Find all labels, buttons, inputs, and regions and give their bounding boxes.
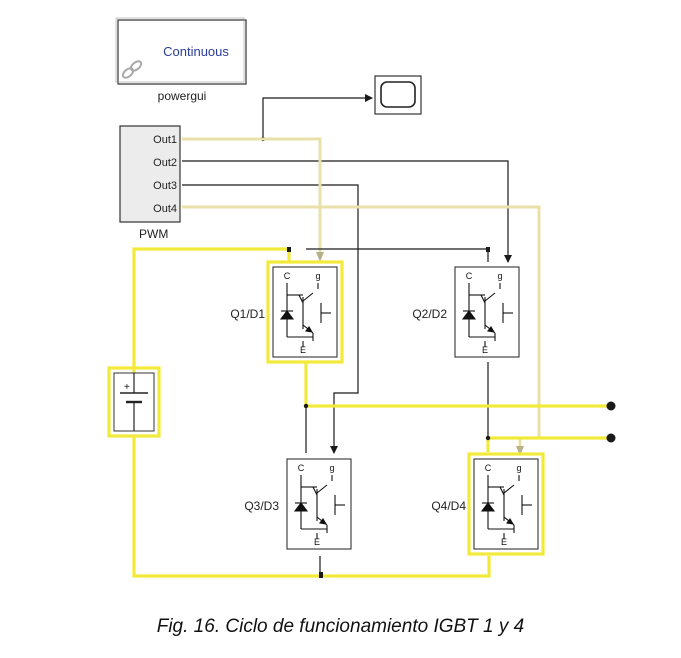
- collector-pin-label: C: [466, 271, 473, 281]
- pwm-port-out3: Out3: [153, 180, 177, 192]
- igbt-diode-symbol: [293, 475, 345, 539]
- emitter-pin-label: E: [314, 537, 320, 547]
- igbt-diode-symbol: [279, 283, 331, 347]
- powergui-mode-label: Continuous: [163, 44, 229, 59]
- pwm-name: PWM: [139, 227, 168, 241]
- emitter-pin-label: E: [501, 537, 507, 547]
- active-highlight: [266, 260, 344, 364]
- collector-pin-label: C: [298, 463, 305, 473]
- pwm-block[interactable]: Out1 Out2 Out3 Out4: [119, 125, 181, 223]
- collector-pin-label: C: [485, 463, 492, 473]
- collector-pin-label: C: [284, 271, 291, 281]
- gate-pin-label: g: [497, 271, 502, 281]
- pwm-port-out2: Out2: [153, 157, 177, 169]
- pwm-port-out4: Out4: [153, 203, 177, 215]
- emitter-pin-label: E: [482, 345, 488, 355]
- emitter-pin-label: E: [300, 345, 306, 355]
- gate-pin-label: g: [516, 463, 521, 473]
- igbt-name-q3-d3: Q3/D3: [244, 499, 279, 513]
- dc-source-highlight: [107, 366, 161, 438]
- scope-screen-icon: [380, 81, 416, 108]
- powergui-block[interactable]: Continuous: [115, 17, 247, 85]
- q4-gate-arrow: [516, 446, 524, 456]
- igbt-diode-symbol: [480, 475, 532, 539]
- signal-wires: [182, 94, 512, 454]
- q1-gate-arrow: [316, 252, 324, 262]
- igbt-diode-symbol: [461, 283, 513, 347]
- dc-voltage-source[interactable]: +: [107, 366, 161, 438]
- figure-caption: Fig. 16. Ciclo de funcionamiento IGBT 1 …: [156, 616, 525, 637]
- igbt-name-q1-d1: Q1/D1: [230, 307, 265, 321]
- circuit-diagram: Continuous powergui Out1 Out2 Out3 Out4 …: [107, 17, 616, 578]
- gate-pin-label: g: [315, 271, 320, 281]
- connection-dots: [287, 247, 491, 578]
- powergui-name: powergui: [158, 89, 207, 103]
- dc-plus-label: +: [124, 382, 130, 393]
- output-terminal-b[interactable]: [606, 433, 616, 443]
- scope-block[interactable]: [374, 75, 422, 115]
- active-highlight: [467, 452, 545, 556]
- igbt-name-q2-d2: Q2/D2: [412, 307, 447, 321]
- igbt-name-q4-d4: Q4/D4: [431, 499, 466, 513]
- pwm-port-out1: Out1: [153, 134, 177, 146]
- gate-pin-label: g: [329, 463, 334, 473]
- output-terminal-a[interactable]: [606, 401, 616, 411]
- chain-link-icon: [121, 60, 143, 79]
